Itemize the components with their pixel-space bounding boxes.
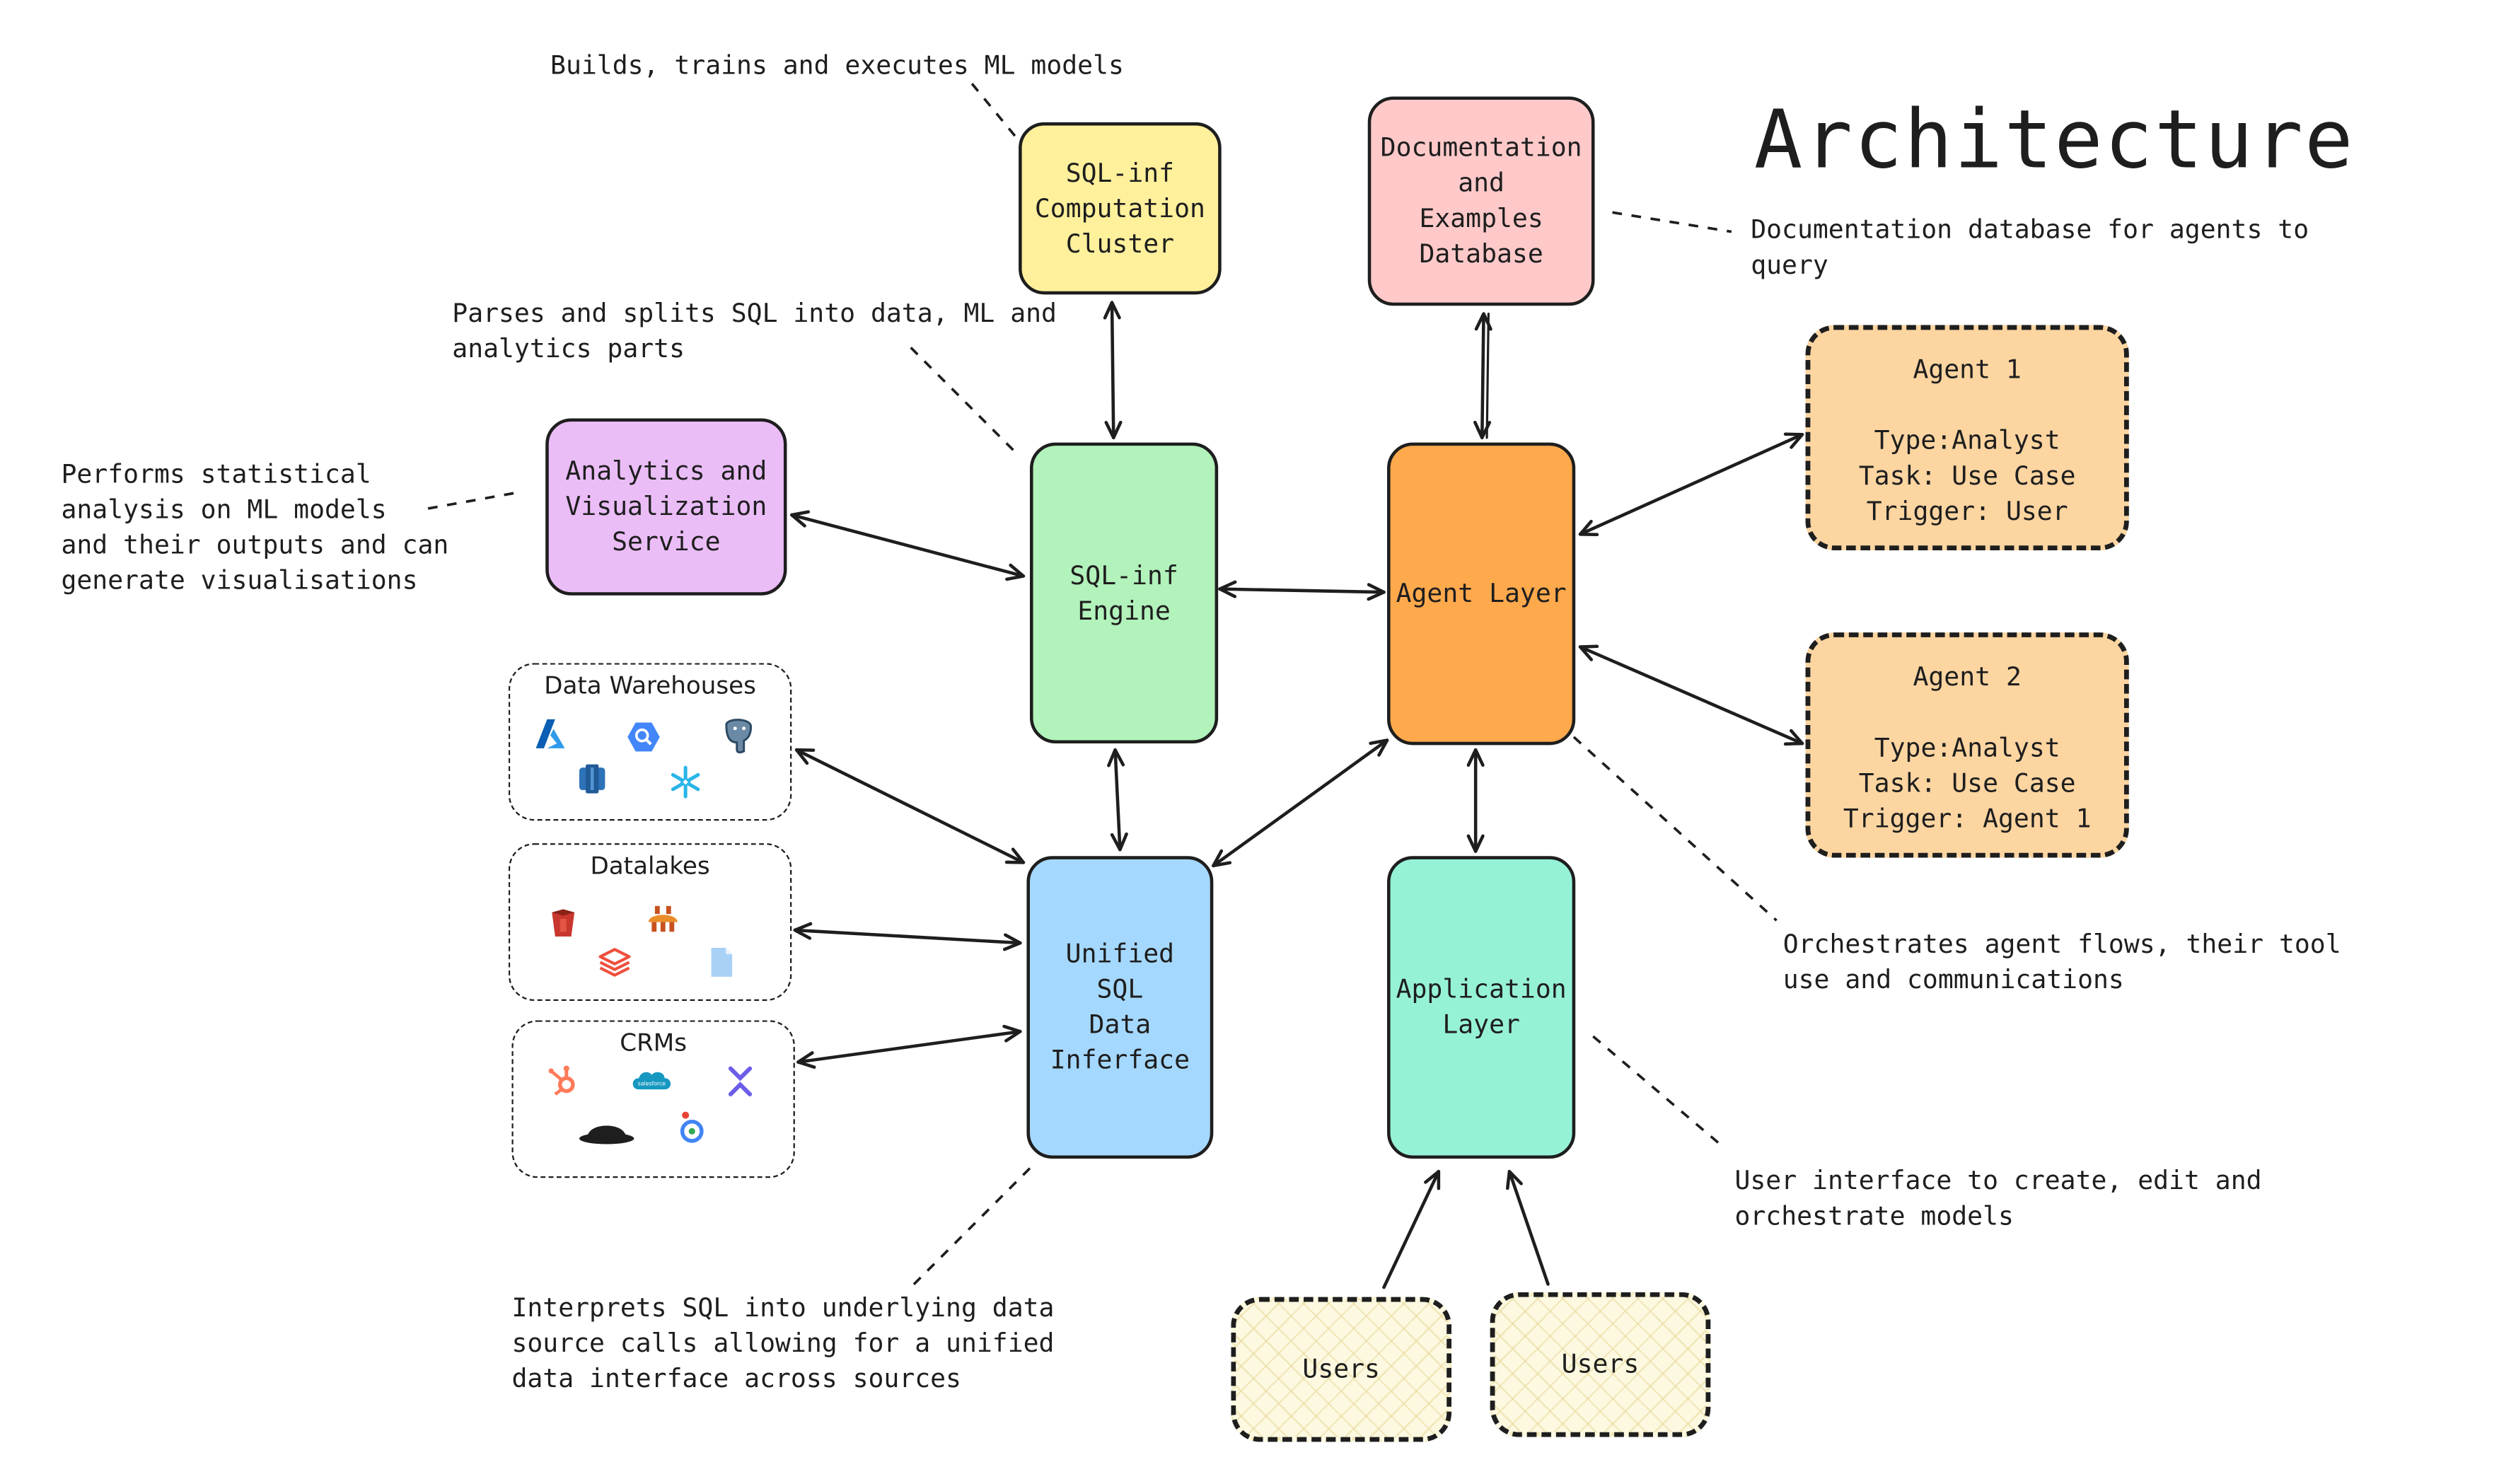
bigquery-icon: [627, 722, 660, 752]
svg-text:salesforce: salesforce: [638, 1080, 666, 1086]
arrow-users-right-app: [1506, 1169, 1550, 1286]
application-layer-node[interactable]: Application Layer: [1387, 856, 1576, 1159]
arrow-engine-unified: [1107, 748, 1128, 852]
leader-unified: [910, 1167, 1031, 1289]
arrow-docs-agent-2: [1485, 313, 1490, 439]
annotation-agent: Orchestrates agent flows, their tool use…: [1782, 928, 2341, 995]
leader-app: [1592, 1035, 1723, 1147]
leader-analytics: [427, 491, 518, 510]
arrow-docs-agent: [1473, 312, 1492, 440]
athena-icon: [648, 905, 678, 932]
data-warehouses-group[interactable]: Data Warehouses: [508, 663, 792, 821]
looker-icon: [680, 1111, 704, 1143]
annotation-engine: Parses and splits SQL into data, ML and …: [452, 297, 1057, 364]
snowflake-icon: [671, 765, 700, 799]
leader-engine: [910, 347, 1019, 455]
users-left-card[interactable]: Users: [1231, 1297, 1452, 1442]
arrow-crms-unified: [796, 1024, 1022, 1069]
arrow-users-left-app: [1382, 1169, 1441, 1289]
unified-interface-node[interactable]: Unified SQL Data Inferface: [1026, 856, 1214, 1159]
zendesk-icon: [579, 1125, 634, 1144]
arrow-cluster-engine: [1103, 301, 1123, 440]
annotation-cluster: Builds, trains and executes ML models: [550, 50, 1124, 81]
agent-layer-node[interactable]: Agent Layer: [1387, 442, 1576, 746]
arrow-agent-unified: [1212, 738, 1389, 868]
hubspot-icon: [548, 1065, 575, 1096]
analytics-service-node[interactable]: Analytics and Visualization Service: [545, 418, 787, 596]
azure-icon: [535, 719, 565, 748]
annotation-app: User interface to create, edit and orche…: [1734, 1165, 2262, 1231]
computation-cluster-node[interactable]: SQL-inf Computation Cluster: [1019, 122, 1222, 295]
data-warehouses-title: Data Warehouses: [544, 671, 756, 700]
redshift-icon: [579, 764, 605, 794]
sql-engine-node[interactable]: SQL-inf Engine: [1030, 442, 1219, 744]
leader-docs: [1612, 211, 1732, 233]
databricks-icon: [598, 948, 631, 977]
pipedrive-icon: [728, 1066, 753, 1096]
file-icon: [711, 947, 733, 977]
page-title: Architecture: [1753, 93, 2355, 187]
postgres-icon: [725, 719, 753, 754]
annotation-analytics: Performs statistical analysis on ML mode…: [61, 458, 449, 596]
annotation-unified: Interprets SQL into underlying data sour…: [511, 1292, 1055, 1394]
arrow-agent-agent1: [1578, 432, 1804, 537]
datalakes-title: Datalakes: [590, 851, 710, 881]
s3-icon: [552, 909, 575, 937]
salesforce-icon: salesforce: [632, 1072, 671, 1090]
annotation-docs: Documentation database for agents to que…: [1751, 214, 2309, 280]
users-right-card[interactable]: Users: [1490, 1292, 1711, 1437]
arrow-warehouses-unified: [794, 748, 1026, 864]
arrow-agent-agent2: [1578, 644, 1804, 746]
agent-2-card[interactable]: Agent 2 Type:Analyst Task: Use Case Trig…: [1805, 632, 2129, 858]
agent-1-card[interactable]: Agent 1 Type:Analyst Task: Use Case Trig…: [1805, 325, 2129, 551]
arrow-analytics-engine: [790, 510, 1026, 581]
docs-database-node[interactable]: Documentation and Examples Database: [1367, 96, 1595, 306]
crms-title: CRMs: [620, 1028, 688, 1057]
leader-agent: [1572, 736, 1778, 922]
arrow-engine-agent: [1218, 580, 1386, 601]
leader-cluster: [970, 83, 1019, 139]
crms-group[interactable]: CRMs salesforce: [511, 1020, 795, 1178]
arrow-datalakes-unified: [793, 922, 1022, 951]
datalakes-group[interactable]: Datalakes: [508, 843, 792, 1002]
